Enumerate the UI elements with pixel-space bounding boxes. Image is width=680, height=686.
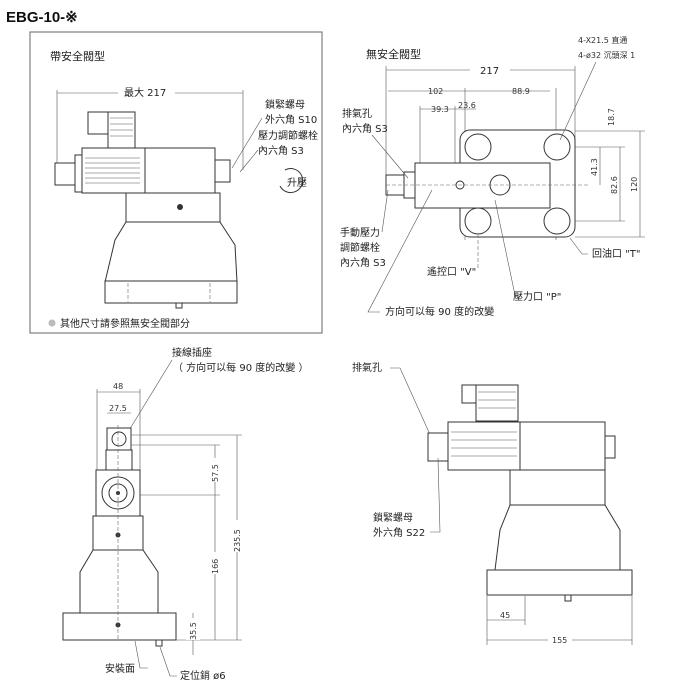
rotate-direction-note: 方向可以每 90 度的改變	[385, 305, 494, 318]
without-safety-view: 無安全閥型 217 102 88.9 39.3 23.6 18.7 41.3 8…	[340, 35, 645, 318]
dim-35-5: 35.5	[189, 622, 198, 640]
with-safety-heading: 帶安全閥型	[50, 49, 105, 63]
dim-155: 155	[552, 636, 567, 645]
side-lock-nut-label: 鎖緊螺母	[373, 511, 413, 524]
dim-57-5: 57.5	[211, 464, 220, 482]
dim-48: 48	[113, 382, 123, 391]
side-vent-label: 排氣孔	[352, 361, 382, 374]
connector-label: 接線插座	[172, 346, 212, 359]
valve-top-view	[385, 129, 590, 238]
side-lock-nut-hex-label: 外六角 S22	[373, 527, 425, 539]
panel-frame	[29, 31, 323, 334]
valve-with-safety	[54, 111, 238, 309]
lock-nut-hex-label: 外六角 S10	[265, 114, 317, 126]
front-view: 接線插座 （ 方向可以每 90 度的改變 ） 48 27.5 57.5 235.…	[62, 346, 308, 682]
pressure-bolt-label: 壓力調節螺栓	[258, 129, 318, 142]
manual-adjust-label-1: 手動壓力	[340, 226, 380, 239]
holes-counterbore-label: 4-ø32 沉頭深 1	[578, 51, 635, 60]
rotate-label: 升壓	[287, 177, 307, 189]
dim-102: 102	[428, 87, 443, 96]
dim-41-3: 41.3	[590, 158, 599, 176]
with-safety-view: 帶安全閥型 最大 217 鎖緊螺母 外六角 S10 壓力調節螺栓 內六角 S3	[29, 31, 323, 334]
manual-adjust-label-3: 內六角 S3	[340, 257, 386, 269]
dim-max-label: 最大 217	[124, 86, 166, 99]
note-bullet-icon	[48, 319, 56, 327]
pressure-bolt-hex-label: 內六角 S3	[258, 145, 304, 157]
dim-217: 217	[480, 66, 499, 77]
dim-27-5: 27.5	[109, 404, 127, 413]
vent-hex-label: 內六角 S3	[342, 123, 388, 135]
connector-note: （ 方向可以每 90 度的改變 ）	[173, 361, 308, 374]
note-text: 其他尺寸請參照無安全閥部分	[60, 317, 190, 330]
dim-23-6: 23.6	[458, 101, 476, 110]
dim-235-5: 235.5	[233, 529, 242, 552]
pin-label: 定位銷 ø6	[180, 669, 226, 682]
dim-88-9: 88.9	[512, 87, 530, 96]
port-p-label: 壓力口 "P"	[513, 290, 561, 303]
manual-adjust-label-2: 調節螺栓	[340, 241, 380, 254]
vent-label: 排氣孔	[342, 107, 372, 120]
dim-120: 120	[630, 177, 639, 192]
dim-166: 166	[211, 559, 220, 574]
dim-82-6: 82.6	[610, 176, 619, 194]
dim-39-3: 39.3	[431, 105, 449, 114]
dim-18-7: 18.7	[607, 108, 616, 126]
without-safety-heading: 無安全閥型	[366, 47, 421, 61]
dim-45: 45	[500, 611, 510, 620]
mount-face-label: 安裝面	[105, 662, 135, 675]
port-t-label: 回油口 "T"	[592, 247, 641, 260]
rotate-arrow-icon	[279, 168, 304, 194]
holes-through-label: 4-X21.5 直通	[578, 35, 627, 45]
lock-nut-label: 鎖緊螺母	[265, 98, 305, 111]
side-view: 排氣孔 鎖緊螺母 外六角 S22 45 155	[352, 361, 633, 645]
port-v-label: 遙控口 "V"	[427, 265, 476, 278]
drawing-title: EBG-10-※	[6, 9, 78, 26]
